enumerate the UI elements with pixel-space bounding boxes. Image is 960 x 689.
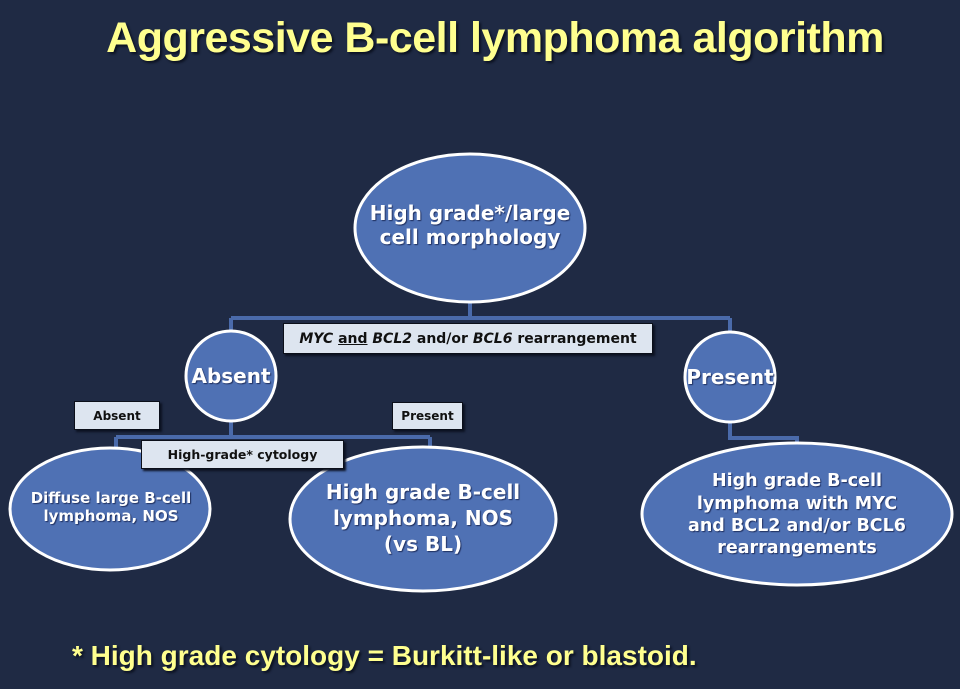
label-cytology-absent: Absent bbox=[74, 401, 160, 430]
label-cytology-present-text: Present bbox=[401, 409, 454, 423]
label-cytology-absent-text: Absent bbox=[93, 408, 141, 423]
node-hgbcl-nos-line2: lymphoma, NOS bbox=[332, 506, 514, 530]
connector-present-elbow bbox=[728, 421, 799, 444]
diagram-title: Aggressive B-cell lymphoma algorithm bbox=[106, 14, 884, 62]
node-hgbcl-nos-line3: (vs BL) bbox=[383, 532, 463, 556]
node-hgbcl-nos: High grade B-cell lymphoma, NOS (vs BL) bbox=[300, 472, 546, 564]
node-present-shape bbox=[683, 330, 777, 424]
node-hgbcl-double-hit-line2: lymphoma with MYC bbox=[696, 493, 898, 514]
node-absent-shape bbox=[184, 329, 278, 423]
node-absent: Absent bbox=[183, 358, 279, 394]
node-dlbcl-shape bbox=[8, 446, 212, 572]
node-hgbcl-double-hit: High grade B-cell lymphoma with MYC and … bbox=[652, 462, 942, 568]
label-gene-bcl2: BCL2 bbox=[372, 330, 412, 347]
node-present: Present bbox=[680, 359, 780, 395]
node-hgbcl-double-hit-line4: rearrangements bbox=[717, 538, 877, 559]
node-root: High grade*/large cell morphology bbox=[360, 185, 580, 265]
node-dlbcl-line1: Diffuse large B-cell bbox=[30, 488, 192, 507]
connector-present-branch bbox=[728, 421, 799, 444]
node-dlbcl-line2: lymphoma, NOS bbox=[43, 507, 179, 525]
node-root-line1: High grade*/large bbox=[369, 200, 571, 225]
label-and-underlined: and bbox=[338, 330, 368, 347]
label-high-grade-cytology-text: High-grade* cytology bbox=[167, 447, 318, 462]
label-and-or: and/or bbox=[416, 330, 468, 347]
label-cytology-present: Present bbox=[392, 402, 463, 430]
node-absent-label: Absent bbox=[191, 363, 271, 388]
node-root-shape bbox=[353, 152, 587, 304]
node-root-line2: cell morphology bbox=[379, 225, 561, 249]
node-hgbcl-double-hit-line1: High grade B-cell bbox=[711, 471, 883, 492]
label-gene-myc: MYC bbox=[299, 330, 334, 347]
node-hgbcl-double-hit-line3: and BCL2 and/or BCL6 bbox=[688, 516, 906, 536]
label-rearrangement: MYC and BCL2 and/or BCL6 rearrangement bbox=[283, 323, 653, 354]
footnote: * High grade cytology = Burkitt-like or … bbox=[72, 640, 697, 671]
node-present-label: Present bbox=[686, 364, 774, 389]
node-hgbcl-double-hit-shape bbox=[640, 441, 954, 587]
label-rearrangement-word: rearrangement bbox=[517, 330, 637, 347]
label-high-grade-cytology: High-grade* cytology bbox=[141, 440, 344, 469]
node-hgbcl-nos-shape bbox=[288, 445, 558, 593]
node-hgbcl-nos-line1: High grade B-cell bbox=[325, 480, 521, 504]
label-gene-bcl6: BCL6 bbox=[472, 330, 513, 347]
connector-root-branch bbox=[229, 302, 732, 333]
node-dlbcl: Diffuse large B-cell lymphoma, NOS bbox=[14, 484, 208, 530]
